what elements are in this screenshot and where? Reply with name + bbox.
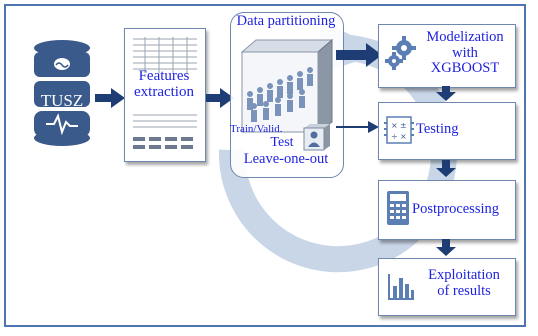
svg-text:×: × <box>391 121 398 130</box>
database-icon <box>34 40 90 146</box>
diagram-frame <box>4 4 526 327</box>
arrow-modelization-testing <box>436 86 456 101</box>
modelization-box <box>378 24 516 88</box>
arrow-postprocessing-exploitation <box>436 239 456 256</box>
postprocessing-label: Postprocessing <box>412 201 499 217</box>
calculator-icon <box>387 191 409 225</box>
modelization-label-1: Modelization <box>426 29 504 45</box>
arrow-testing-postprocessing <box>436 160 456 177</box>
features-document <box>124 28 206 162</box>
arrow-partition-testing <box>336 121 379 133</box>
arrow-db-features <box>95 88 125 108</box>
person-card-icon <box>303 124 330 151</box>
modelization-label-2: with <box>452 45 478 61</box>
arrow-features-partition <box>206 88 234 108</box>
gears-icon <box>385 36 416 70</box>
modelization-label-3: XGBOOST <box>430 60 500 76</box>
exploitation-label-1: Exploitation <box>428 267 500 283</box>
arrow-partition-modelization <box>336 43 382 67</box>
features-document-icon <box>133 37 197 149</box>
svg-text:±: ± <box>400 121 407 130</box>
data-cube-icon <box>240 38 334 133</box>
database-label: TUSZ <box>40 91 84 110</box>
bar-chart-icon <box>388 274 414 300</box>
test-label: Test <box>270 135 294 150</box>
leave-one-out-label: Leave-one-out <box>243 151 329 167</box>
testing-label: Testing <box>416 121 459 137</box>
features-label-1: Features <box>138 68 190 84</box>
exploitation-label-2: of results <box>437 283 491 299</box>
calculator-sheet-icon: × ± ÷ × <box>384 116 414 144</box>
features-label-2: extraction <box>134 84 194 100</box>
svg-text:×: × <box>400 132 407 141</box>
train-valid-label: Train/Valid. <box>230 123 283 135</box>
svg-text:÷: ÷ <box>391 132 398 141</box>
partition-title: Data partitioning <box>236 13 336 29</box>
